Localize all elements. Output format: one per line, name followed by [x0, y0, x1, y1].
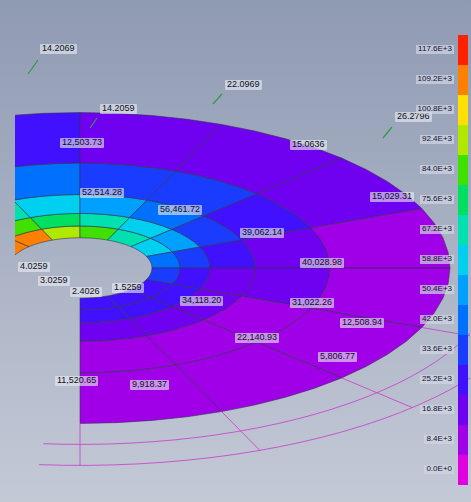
- legend-item: 58.8E+3: [380, 245, 468, 275]
- legend-item: 75.6E+3: [380, 185, 468, 215]
- leader-line: [90, 118, 97, 128]
- mesh-element: [15, 163, 80, 200]
- legend-value: 58.8E+3: [420, 255, 454, 264]
- legend-swatch: [458, 365, 468, 395]
- legend-swatch: [458, 395, 468, 425]
- node-value: 4.0259: [18, 262, 50, 272]
- legend-item: 109.2E+3: [380, 65, 468, 95]
- node-value: 40,028.98: [300, 258, 344, 268]
- node-leaders: [28, 60, 392, 138]
- node-value: 12,508.94: [340, 318, 384, 328]
- legend-value: 25.2E+3: [420, 375, 454, 384]
- legend-item: 25.2E+3: [380, 365, 468, 395]
- legend-value: 0.0E+0: [424, 465, 454, 474]
- legend-value: 67.2E+3: [420, 225, 454, 234]
- legend-item: 117.6E+3: [380, 35, 468, 65]
- legend-item: 16.8E+3: [380, 395, 468, 425]
- legend-value: 117.6E+3: [416, 45, 454, 54]
- node-value: 9,918.37: [130, 380, 169, 390]
- legend-swatch: [458, 335, 468, 365]
- node-value: 52,514.28: [80, 188, 124, 198]
- wireframe-edge: [43, 283, 470, 444]
- legend-swatch: [458, 95, 468, 125]
- wireframe-edge: [222, 412, 260, 451]
- node-value: 22.0969: [225, 80, 262, 90]
- legend-value: 100.8E+3: [416, 105, 454, 114]
- legend-swatch: [458, 215, 468, 245]
- legend-swatch: [458, 125, 468, 155]
- legend-item: 92.4E+3: [380, 125, 468, 155]
- mesh-element: [80, 365, 222, 423]
- legend-swatch: [458, 155, 468, 185]
- node-value: 11,520.65: [55, 376, 98, 386]
- legend-item: 33.6E+3: [380, 335, 468, 365]
- legend-item: 50.4E+3: [380, 275, 468, 305]
- legend-item: 0.0E+0: [380, 455, 468, 485]
- legend-value: 109.2E+3: [416, 75, 454, 84]
- legend-value: 84.0E+3: [420, 165, 454, 174]
- mesh-elements: [15, 113, 450, 424]
- node-value: 56,461.72: [158, 205, 202, 215]
- wireframe-edge: [39, 285, 470, 465]
- legend-item: 42.0E+3: [380, 305, 468, 335]
- legend-value: 92.4E+3: [420, 135, 454, 144]
- wireframe-edge: [342, 378, 413, 408]
- legend-value: 16.8E+3: [420, 405, 454, 414]
- node-value: 22,140.93: [235, 333, 279, 343]
- leader-line: [28, 60, 38, 74]
- node-value: 12,503.73: [60, 138, 104, 148]
- legend-swatch: [458, 305, 468, 335]
- node-value: 31,022.26: [290, 298, 334, 308]
- leader-line: [213, 94, 222, 104]
- node-value: 5,806.77: [318, 352, 357, 362]
- node-value: 14.2069: [40, 44, 77, 54]
- node-value: 2.4026: [70, 287, 102, 297]
- legend-value: 42.0E+3: [420, 315, 454, 324]
- legend-item: 84.0E+3: [380, 155, 468, 185]
- wireframe-edge: [80, 423, 81, 465]
- undeformed-wireframe: [39, 283, 470, 465]
- node-value: 34,118.20: [180, 296, 223, 306]
- legend-item: 8.4E+3: [380, 425, 468, 455]
- legend-swatch: [458, 245, 468, 275]
- legend-swatch: [458, 185, 468, 215]
- legend-item: 100.8E+3: [380, 95, 468, 125]
- legend-swatch: [458, 65, 468, 95]
- node-value: 3.0259: [38, 276, 70, 286]
- node-value: 14.2059: [100, 104, 137, 114]
- node-value: 15.0636: [290, 140, 327, 150]
- legend-value: 8.4E+3: [424, 435, 454, 444]
- leader-line: [383, 127, 392, 138]
- node-value: 1.5259: [112, 283, 144, 293]
- legend-swatch: [458, 275, 468, 305]
- legend-value: 75.6E+3: [420, 195, 454, 204]
- legend-swatch: [458, 35, 468, 65]
- node-value: 15,029.31: [370, 192, 414, 202]
- legend-value: 33.6E+3: [420, 345, 454, 354]
- legend-swatch: [458, 455, 468, 485]
- legend-value: 50.4E+3: [420, 285, 454, 294]
- legend-item: 67.2E+3: [380, 215, 468, 245]
- legend-swatch: [458, 425, 468, 455]
- node-value: 39,062.14: [240, 228, 284, 238]
